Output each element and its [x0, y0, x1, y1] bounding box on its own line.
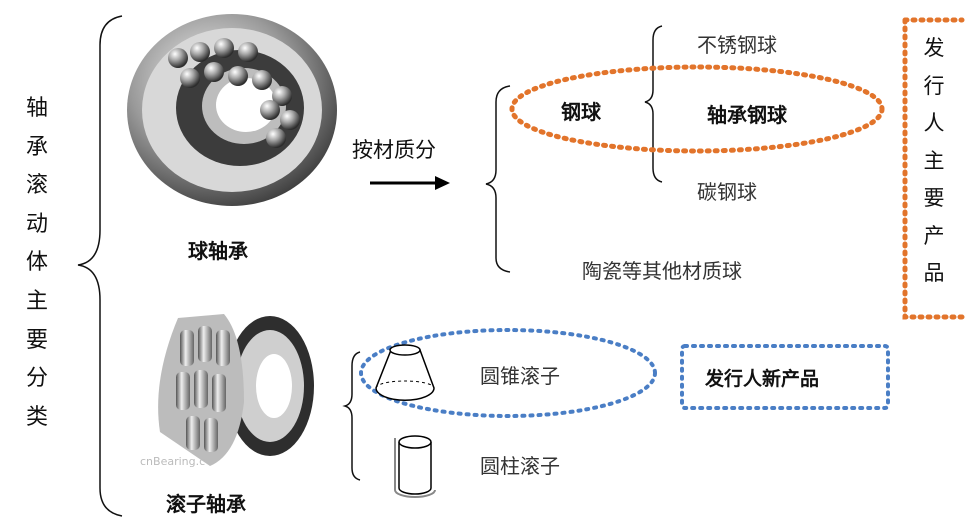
blue-dotted-box [680, 344, 890, 410]
issuer-main-products-label: 发行人主要产品 [923, 36, 945, 285]
orange-dotted-box [902, 17, 965, 320]
ball-bearing-caption: 球轴承 [188, 239, 248, 263]
steel-brace [644, 25, 663, 183]
arrow-head [435, 176, 450, 190]
stainless-steel-ball-label: 不锈钢球 [697, 33, 777, 57]
ball-bearing-picture [127, 14, 337, 206]
arrow-label: 按材质分 [352, 138, 436, 162]
main-brace [77, 15, 123, 517]
rollers-brace [342, 351, 361, 481]
orange-dotted-ellipse [509, 64, 885, 154]
roller-photo-watermark: cnBearing.c [140, 455, 206, 468]
roller-bearing-picture [158, 314, 314, 466]
cylindrical-roller-label: 圆柱滚子 [480, 454, 560, 478]
blue-dotted-ellipse [359, 328, 657, 418]
root-label: 轴承滚动体主要分类 [25, 96, 48, 430]
tapered-roller-label: 圆锥滚子 [480, 364, 560, 388]
cylindrical-roller-icon [394, 435, 436, 498]
materials-brace [485, 85, 511, 273]
steel-ball-label: 钢球 [561, 100, 601, 124]
issuer-new-products-label: 发行人新产品 [705, 368, 820, 390]
roller-bearing-caption: 滚子轴承 [166, 492, 246, 516]
bearing-steel-ball-label: 轴承钢球 [707, 103, 787, 127]
tapered-roller-icon [375, 344, 435, 401]
carbon-steel-ball-label: 碳钢球 [697, 180, 757, 204]
ceramic-ball-label: 陶瓷等其他材质球 [582, 259, 742, 283]
